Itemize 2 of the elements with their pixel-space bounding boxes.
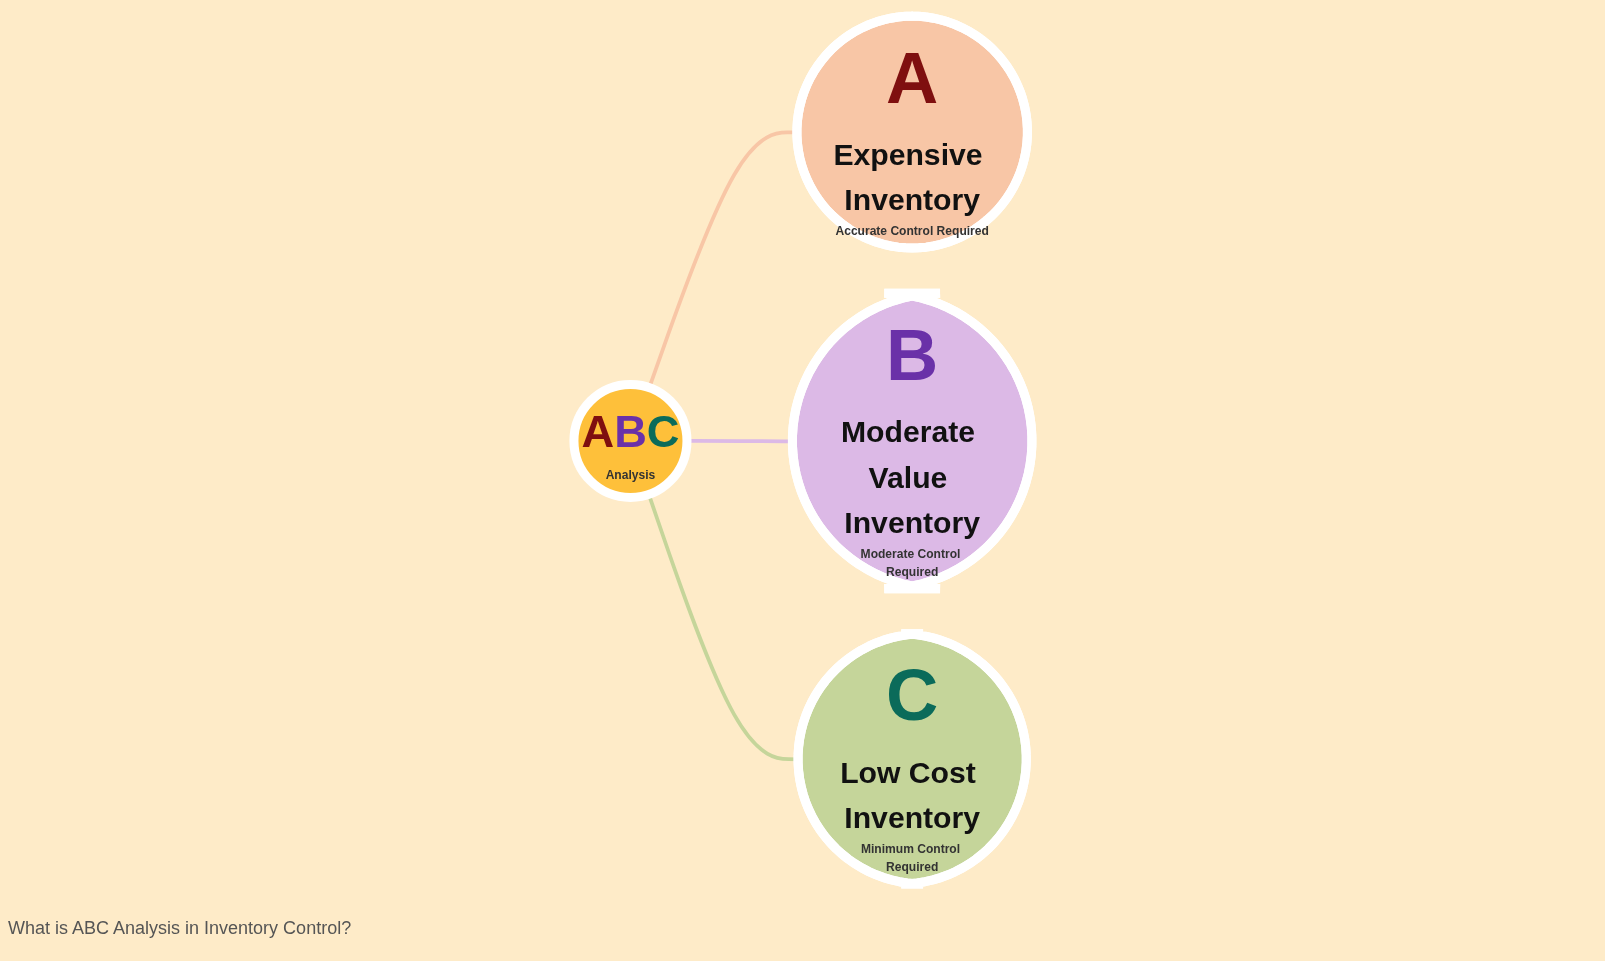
- caption: What is ABC Analysis in Inventory Control?: [8, 918, 352, 939]
- node-circle: ABC Analysis: [569, 379, 692, 502]
